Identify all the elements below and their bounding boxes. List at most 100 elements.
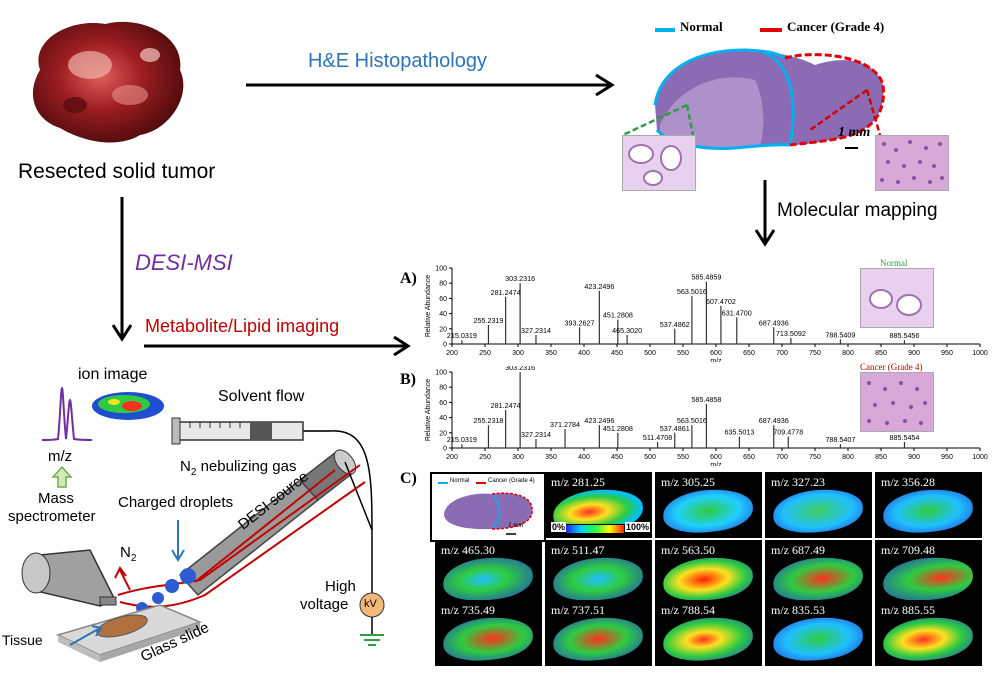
ion-image-tile: m/z 835.53 — [765, 600, 872, 666]
x-tick-label: 950 — [941, 454, 953, 461]
peak-label: 687.4936 — [759, 416, 789, 425]
ion-image-tile: m/z 356.28 — [875, 472, 982, 538]
desi-arrow — [112, 197, 132, 342]
x-tick-label: 750 — [809, 350, 821, 357]
ion-image-mz-label: m/z 327.23 — [771, 475, 825, 489]
n2-label: N2 — [120, 544, 137, 564]
ion-image-mz-label: m/z 885.55 — [881, 603, 935, 617]
syringe — [171, 417, 330, 445]
x-tick-label: 300 — [512, 350, 524, 357]
peak-label: 303.2316 — [505, 366, 535, 372]
mass-spectrometer-label-1: Mass — [38, 490, 74, 507]
resected-tumor-image — [32, 21, 184, 143]
ion-image-mz-label: m/z 281.25 — [551, 475, 605, 489]
y-axis-label: Relative Abundance — [425, 275, 432, 337]
scale-bar-label: 1 mm — [838, 125, 871, 140]
peak-label: 885.5454 — [889, 433, 919, 442]
ion-image-heatmap — [551, 553, 645, 605]
peak-label: 255.2318 — [473, 416, 503, 425]
y-tick-label: 40 — [439, 311, 447, 318]
resected-tumor-label: Resected solid tumor — [18, 160, 216, 183]
x-tick-label: 350 — [545, 454, 557, 461]
x-tick-label: 650 — [743, 350, 755, 357]
ion-image-tile: m/z 735.49 — [435, 600, 542, 666]
y-tick-label: 60 — [439, 296, 447, 303]
x-tick-label: 950 — [941, 350, 953, 357]
panel-a-label: A) — [400, 270, 417, 287]
y-tick-label: 80 — [439, 385, 447, 392]
tissue-label: Tissue — [2, 632, 43, 648]
ion-image-tile: m/z 327.23 — [765, 472, 872, 538]
peak-label: 393.2627 — [565, 318, 595, 327]
x-tick-label: 400 — [578, 454, 590, 461]
ion-image-mz-label: m/z 788.54 — [661, 603, 715, 617]
ion-image-reference: Normal Cancer (Grade 4) 1 mm — [430, 472, 546, 542]
peak-label: 215.0319 — [447, 331, 477, 340]
ion-image-tile: m/z 709.48 — [875, 540, 982, 606]
reference-cancer-label: Cancer (Grade 4) — [488, 478, 535, 484]
he-histopathology-label: H&E Histopathology — [308, 50, 487, 72]
ion-image-heatmap — [441, 613, 535, 665]
peak-label: 607.4702 — [706, 297, 736, 306]
molecular-mapping-label: Molecular mapping — [777, 200, 938, 221]
ion-image-heatmap — [661, 613, 755, 665]
y-tick-label: 80 — [439, 281, 447, 288]
y-tick-label: 20 — [439, 326, 447, 333]
ion-image-tile: m/z 563.50 — [655, 540, 762, 606]
ion-image-mz-label: m/z 465.30 — [441, 543, 495, 557]
colorbar-min-label: 0% — [551, 522, 567, 532]
x-tick-label: 550 — [677, 350, 689, 357]
peak-label: 327.2314 — [521, 430, 551, 439]
ion-image-heatmap — [441, 553, 535, 605]
ion-image-mz-label: m/z 737.51 — [551, 603, 605, 617]
legend-cancer-label: Cancer (Grade 4) — [787, 19, 885, 34]
ion-image-heatmap — [771, 485, 865, 537]
x-tick-label: 200 — [446, 454, 458, 461]
x-tick-label: 850 — [875, 350, 887, 357]
desi-source-schematic — [21, 417, 385, 662]
up-arrow-icon — [52, 466, 72, 488]
charged-droplets-label: Charged droplets — [118, 494, 234, 511]
he-tissue-section — [622, 48, 885, 150]
x-tick-label: 450 — [611, 454, 623, 461]
x-tick-label: 450 — [611, 350, 623, 357]
reference-normal-label: Normal — [450, 478, 470, 484]
peak-label: 563.5016 — [677, 416, 707, 425]
legend-cancer-swatch — [760, 28, 782, 32]
spectrum-a-inset — [860, 268, 934, 328]
peak-label: 255.2319 — [473, 316, 503, 325]
peak-label: 511.4708 — [643, 433, 672, 442]
y-tick-label: 0 — [443, 446, 447, 453]
legend-normal-swatch — [655, 28, 675, 32]
molecular-mapping-arrow — [755, 180, 775, 247]
x-tick-label: 350 — [545, 350, 557, 357]
y-tick-label: 40 — [439, 415, 447, 422]
voltage-label: voltage — [300, 596, 349, 613]
x-tick-label: 700 — [776, 454, 788, 461]
peak-label: 327.2314 — [521, 326, 551, 335]
colorbar-max-label: 100% — [625, 522, 651, 532]
x-tick-label: 800 — [842, 350, 854, 357]
ion-image-thumbnail — [41, 386, 164, 441]
peak-label: 687.4936 — [759, 318, 789, 327]
y-tick-label: 0 — [443, 342, 447, 349]
ion-image-mz-label: m/z 305.25 — [661, 475, 715, 489]
x-tick-label: 800 — [842, 454, 854, 461]
ion-image-tile: m/z 465.30 — [435, 540, 542, 606]
legend-normal-label: Normal — [680, 19, 723, 34]
ion-image-heatmap — [881, 613, 975, 665]
mz-label: m/z — [48, 448, 73, 465]
ion-image-mz-label: m/z 563.50 — [661, 543, 715, 557]
ion-image-label: ion image — [78, 366, 148, 383]
ion-image-heatmap — [881, 553, 975, 605]
ion-image-heatmap — [661, 485, 755, 537]
peak-label: 585.4858 — [691, 395, 721, 404]
mass-spectrometer-label-2: spectrometer — [8, 508, 96, 525]
y-tick-label: 60 — [439, 400, 447, 407]
x-tick-label: 1000 — [972, 454, 988, 461]
peak-label: 631.4700 — [722, 308, 752, 317]
x-tick-label: 200 — [446, 350, 458, 357]
colorbar — [565, 524, 625, 534]
peak-label: 635.5013 — [724, 428, 754, 437]
